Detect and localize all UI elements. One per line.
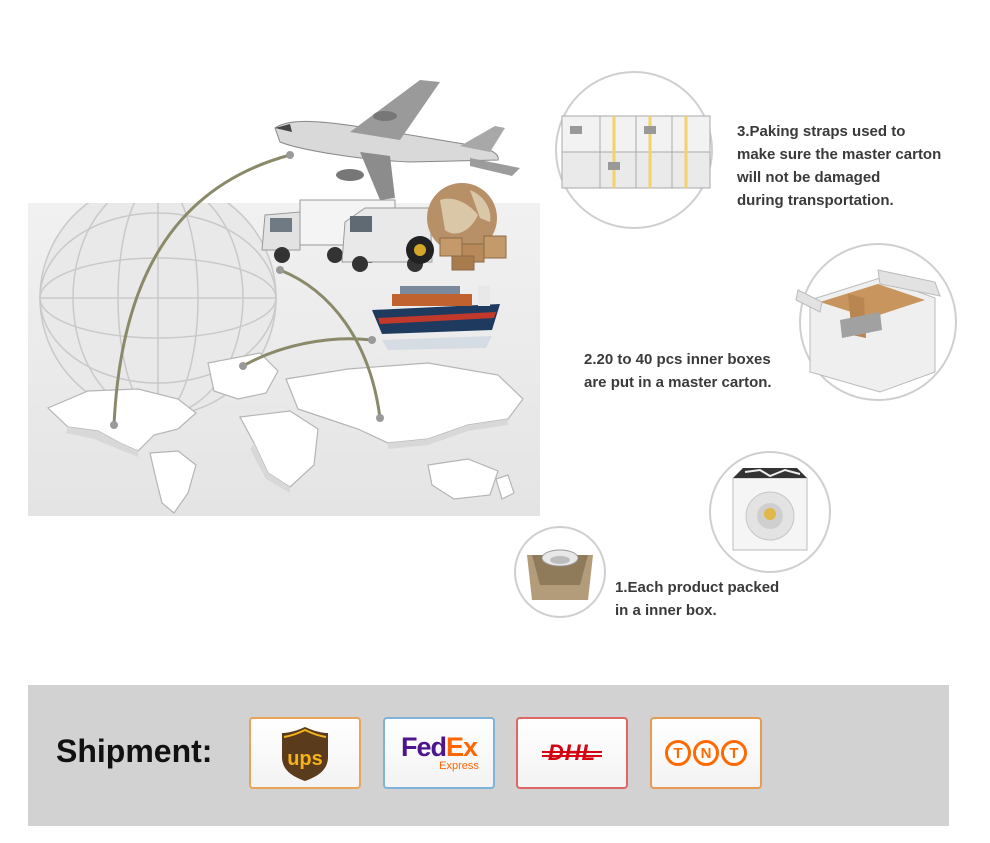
ups-text: ups	[287, 748, 323, 770]
tnt-logo: T N T	[650, 717, 762, 789]
step-2-line-2: are put in a master carton.	[584, 374, 772, 391]
step-3-line-4: during transportation.	[737, 192, 894, 209]
globe-icon	[406, 183, 507, 271]
continents	[46, 352, 524, 514]
fedex-fed-text: Fed	[400, 732, 447, 762]
inner-box-icon	[514, 526, 606, 618]
dhl-text: DHL	[541, 740, 603, 766]
route-dots	[110, 151, 384, 429]
shipment-label: Shipment:	[56, 733, 213, 769]
shipment-bar: Shipment: ups FedEx Express DHL T N T	[28, 685, 949, 826]
fedex-ex-text: Ex	[445, 732, 478, 762]
step-3-line-2: make sure the master carton	[737, 146, 942, 163]
step-1-line-1: 1.Each product packed	[615, 579, 780, 596]
fedex-express-text: Express	[439, 760, 479, 772]
step-3-line-1: 3.Paking straps used to	[737, 123, 906, 140]
fedex-logo: FedEx Express	[383, 717, 495, 789]
route-lines	[112, 153, 382, 426]
ship-icon	[372, 286, 500, 350]
step-2-note: 2.20 to 40 pcs inner boxes are put in a …	[584, 348, 772, 394]
tnt-letter-t1: T	[665, 740, 691, 766]
step-1-note: 1.Each product packed in a inner box.	[615, 576, 779, 622]
world-map-icon	[39, 203, 524, 514]
step-3-note: 3.Paking straps used to make sure the ma…	[737, 120, 941, 212]
ups-shield-icon: ups	[282, 727, 328, 781]
ups-logo: ups	[249, 717, 361, 789]
tnt-letter-t2: T	[721, 740, 747, 766]
downlight-icon	[709, 451, 831, 573]
dhl-logo: DHL	[516, 717, 628, 789]
continent-shadow	[66, 419, 508, 493]
step-3-line-3: will not be damaged	[737, 169, 881, 186]
airplane-icon	[274, 80, 520, 200]
carton-icon	[555, 71, 713, 229]
fedex-word: FedEx	[400, 732, 478, 762]
step-2-line-1: 2.20 to 40 pcs inner boxes	[584, 351, 771, 368]
tnt-letter-n: N	[693, 740, 719, 766]
tnt-letters: T N T	[665, 740, 747, 766]
step-1-line-2: in a inner box.	[615, 602, 717, 619]
open-box-icon	[795, 243, 957, 401]
